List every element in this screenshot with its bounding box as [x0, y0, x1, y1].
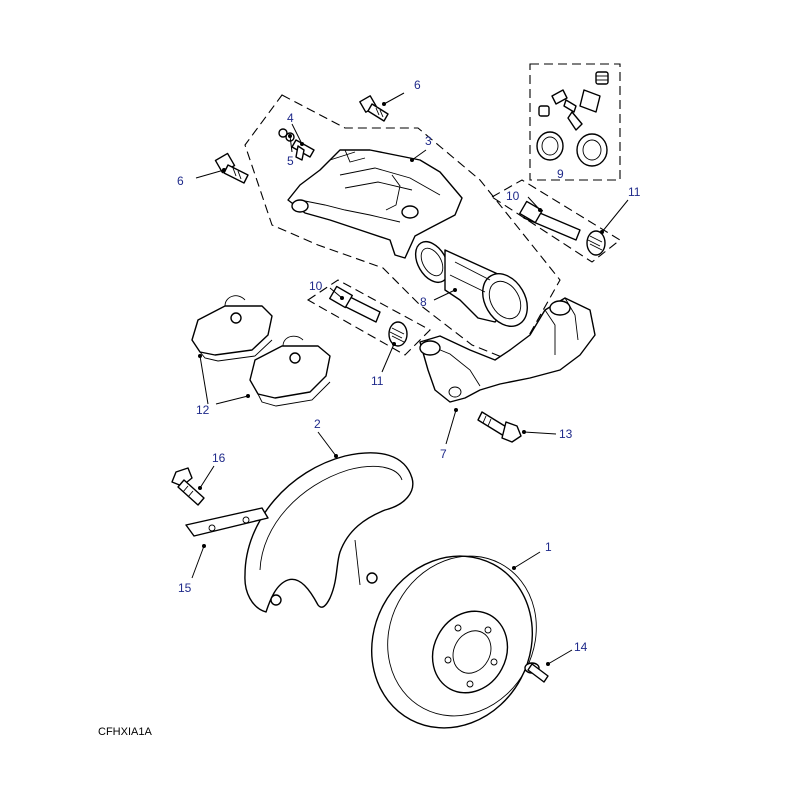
repair-kit-outline [529, 63, 621, 181]
drawing-code: CFHXIA1A [98, 726, 152, 738]
caliper-repair-kit [536, 71, 609, 167]
callout-3: 3 [425, 134, 432, 148]
callout-2: 2 [314, 417, 321, 431]
callout-11-upper: 11 [628, 185, 641, 199]
callout-12: 12 [196, 403, 210, 417]
caliper-bolt-upper [359, 95, 389, 122]
carrier-bolt [477, 411, 522, 443]
callout-7: 7 [440, 447, 447, 461]
brake-disc [370, 555, 537, 729]
callout-5: 5 [287, 154, 294, 168]
brake-pads [191, 295, 331, 407]
dust-shield [244, 452, 414, 613]
callout-4: 4 [287, 111, 294, 125]
callout-9: 9 [557, 167, 564, 181]
callout-1: 1 [545, 540, 552, 554]
callout-8: 8 [420, 295, 427, 309]
callout-14: 14 [574, 640, 588, 654]
callout-10-upper: 10 [506, 189, 520, 203]
callout-10-lower: 10 [309, 279, 323, 293]
guide-pin-upper [519, 200, 606, 256]
shield-bolt [171, 467, 205, 506]
callout-13: 13 [559, 427, 573, 441]
disc-retaining-screw [524, 662, 549, 683]
caliper-body [287, 149, 463, 259]
piston-and-seal [414, 241, 528, 327]
callout-6-upper: 6 [414, 78, 421, 92]
guide-pin-lower [329, 285, 408, 347]
upper-guide-pin-kit-outline [490, 179, 621, 263]
callout-11-lower: 11 [371, 374, 384, 388]
bleed-screw [278, 128, 315, 161]
callout-labels: 1 2 3 4 5 6 6 7 8 9 10 10 11 11 12 13 14… [177, 78, 641, 654]
lower-guide-pin-kit-outline [306, 279, 431, 356]
callout-6-left: 6 [177, 174, 184, 188]
leader-lines [191, 92, 629, 666]
callout-15: 15 [178, 581, 192, 595]
shield-bracket [185, 507, 269, 537]
caliper-bolt-left [214, 152, 249, 184]
callout-16: 16 [212, 451, 226, 465]
caliper-carrier [419, 297, 596, 403]
caliper-assembly-outline [244, 94, 561, 363]
